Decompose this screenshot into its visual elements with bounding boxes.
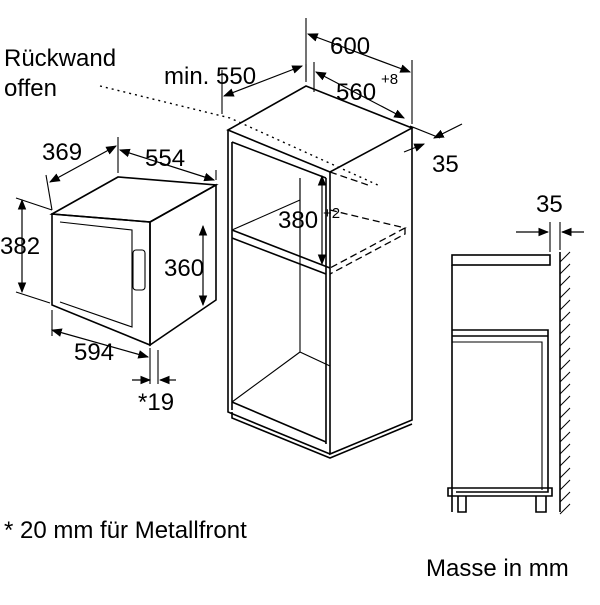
- open-back-dotted-line: [99, 85, 381, 187]
- side-cabinet-body: [451, 265, 549, 512]
- label-min-550: min. 550: [164, 63, 256, 90]
- appliance-handle: [132, 249, 146, 291]
- label-19: *19: [138, 389, 174, 416]
- label-35-side: 35: [536, 191, 563, 218]
- side-upper-shelf: [451, 254, 551, 266]
- appliance-door-outline: [59, 221, 133, 328]
- ext-369-a: [45, 174, 53, 211]
- footnote-text: * 20 mm für Metallfront: [4, 517, 247, 544]
- cabinet-drawing: Rückwand offen min. 550 600 560 +8 35 38…: [4, 18, 463, 459]
- cabinet-inner-sides: [231, 142, 327, 444]
- label-369: 369: [42, 139, 82, 166]
- label-382: 382: [0, 233, 40, 260]
- cabinet-shelves: [231, 141, 331, 443]
- cabinet-left-edge: [227, 130, 331, 455]
- ext-35-cab: [409, 125, 441, 139]
- cabinet-plinth: [231, 412, 413, 459]
- side-section-drawing: 35: [447, 191, 584, 515]
- wall-hatching: [559, 251, 571, 515]
- cabinet-right-face: [329, 128, 413, 456]
- dim-600-line: [306, 33, 412, 73]
- label-380-tol: +2: [323, 205, 340, 222]
- dim-594-line: [50, 328, 150, 359]
- label-35-cabinet: 35: [432, 151, 459, 178]
- ext-382-b: [15, 291, 51, 304]
- label-560: 560: [336, 79, 376, 106]
- side-feet: [457, 496, 547, 513]
- dim-554-line: [118, 148, 216, 182]
- appliance-drawing: 369 554 382 360 594 *19: [0, 137, 219, 416]
- appliance-front-face: [51, 213, 151, 347]
- label-554: 554: [145, 145, 185, 172]
- cabinet-top-face: [226, 85, 414, 173]
- label-offen: offen: [4, 75, 57, 102]
- ext-382-a: [15, 197, 53, 211]
- niche-dashed-outline: [329, 171, 407, 275]
- label-600: 600: [330, 33, 370, 60]
- appliance-side-face: [149, 183, 217, 347]
- side-cabinet-inner: [452, 341, 543, 490]
- label-380: 380: [278, 207, 318, 234]
- dim-550-line: [222, 65, 304, 97]
- dim-35-cab-b: [403, 143, 426, 153]
- label-rueckwand: Rückwand: [4, 45, 116, 72]
- dim-35-cab-a: [433, 123, 463, 139]
- dim-560-line: [315, 71, 405, 119]
- units-text: Masse in mm: [426, 555, 569, 582]
- dim-369-line: [49, 145, 117, 183]
- label-594: 594: [74, 339, 114, 366]
- label-360: 360: [164, 255, 204, 282]
- side-base: [447, 487, 553, 497]
- cabinet-niche-back: [231, 178, 301, 258]
- label-560-tol: +8: [381, 71, 398, 88]
